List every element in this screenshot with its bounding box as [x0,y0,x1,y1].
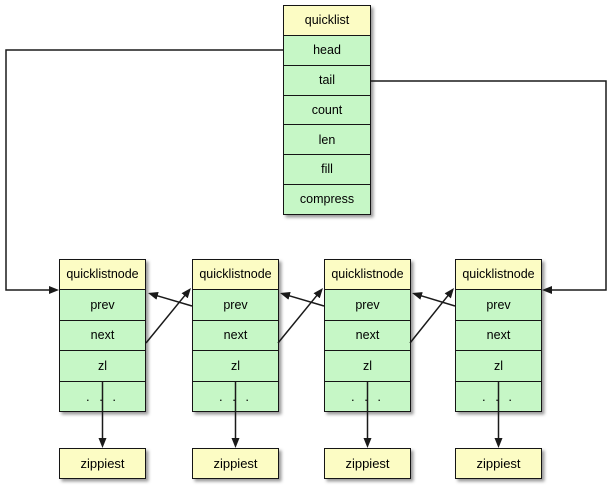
prev-arrow-3-2 [280,292,325,307]
quicklistnode-box-3: quicklistnode prev next zl . . . [324,259,411,412]
quicklist-field-compress: compress [284,184,370,215]
zippiest-box-1: zippiest [59,448,146,479]
node-field-next: next [193,319,278,351]
node-field-ellipsis: . . . [60,380,145,412]
node-title: quicklistnode [325,260,410,290]
quicklist-field-head: head [284,34,370,65]
node-title: quicklistnode [60,260,145,290]
zippiest-box-2: zippiest [192,448,279,479]
node-field-zl: zl [193,350,278,381]
zippiest-box-3: zippiest [324,448,411,479]
node-field-ellipsis: . . . [325,380,410,412]
node-field-zl: zl [60,350,145,381]
node-title: quicklistnode [456,260,541,290]
next-arrow-2-3 [277,288,323,344]
quicklist-field-fill: fill [284,154,370,185]
node-field-prev: prev [325,289,410,320]
quicklist-field-count: count [284,94,370,125]
quicklistnode-box-2: quicklistnode prev next zl . . . [192,259,279,412]
node-field-prev: prev [456,289,541,320]
node-field-next: next [60,319,145,351]
node-field-prev: prev [193,289,278,320]
zippiest-box-4: zippiest [455,448,542,479]
node-field-ellipsis: . . . [193,380,278,412]
quicklistnode-box-1: quicklistnode prev next zl . . . [59,259,146,412]
node-field-zl: zl [456,350,541,381]
quicklist-title: quicklist [284,6,370,35]
prev-arrow-4-3 [412,292,456,307]
quicklistnode-box-4: quicklistnode prev next zl . . . [455,259,542,412]
quicklist-box: quicklist head tail count len fill compr… [283,5,371,215]
quicklist-field-tail: tail [284,64,370,95]
node-field-next: next [456,319,541,351]
next-arrow-1-2 [145,288,191,344]
node-title: quicklistnode [193,260,278,290]
head-pointer-arrow [5,49,283,294]
node-field-ellipsis: . . . [456,380,541,412]
next-arrow-3-4 [409,288,455,344]
quicklist-field-len: len [284,124,370,155]
prev-arrow-2-1 [148,292,193,307]
node-field-zl: zl [325,350,410,381]
node-field-prev: prev [60,289,145,320]
node-field-next: next [325,319,410,351]
